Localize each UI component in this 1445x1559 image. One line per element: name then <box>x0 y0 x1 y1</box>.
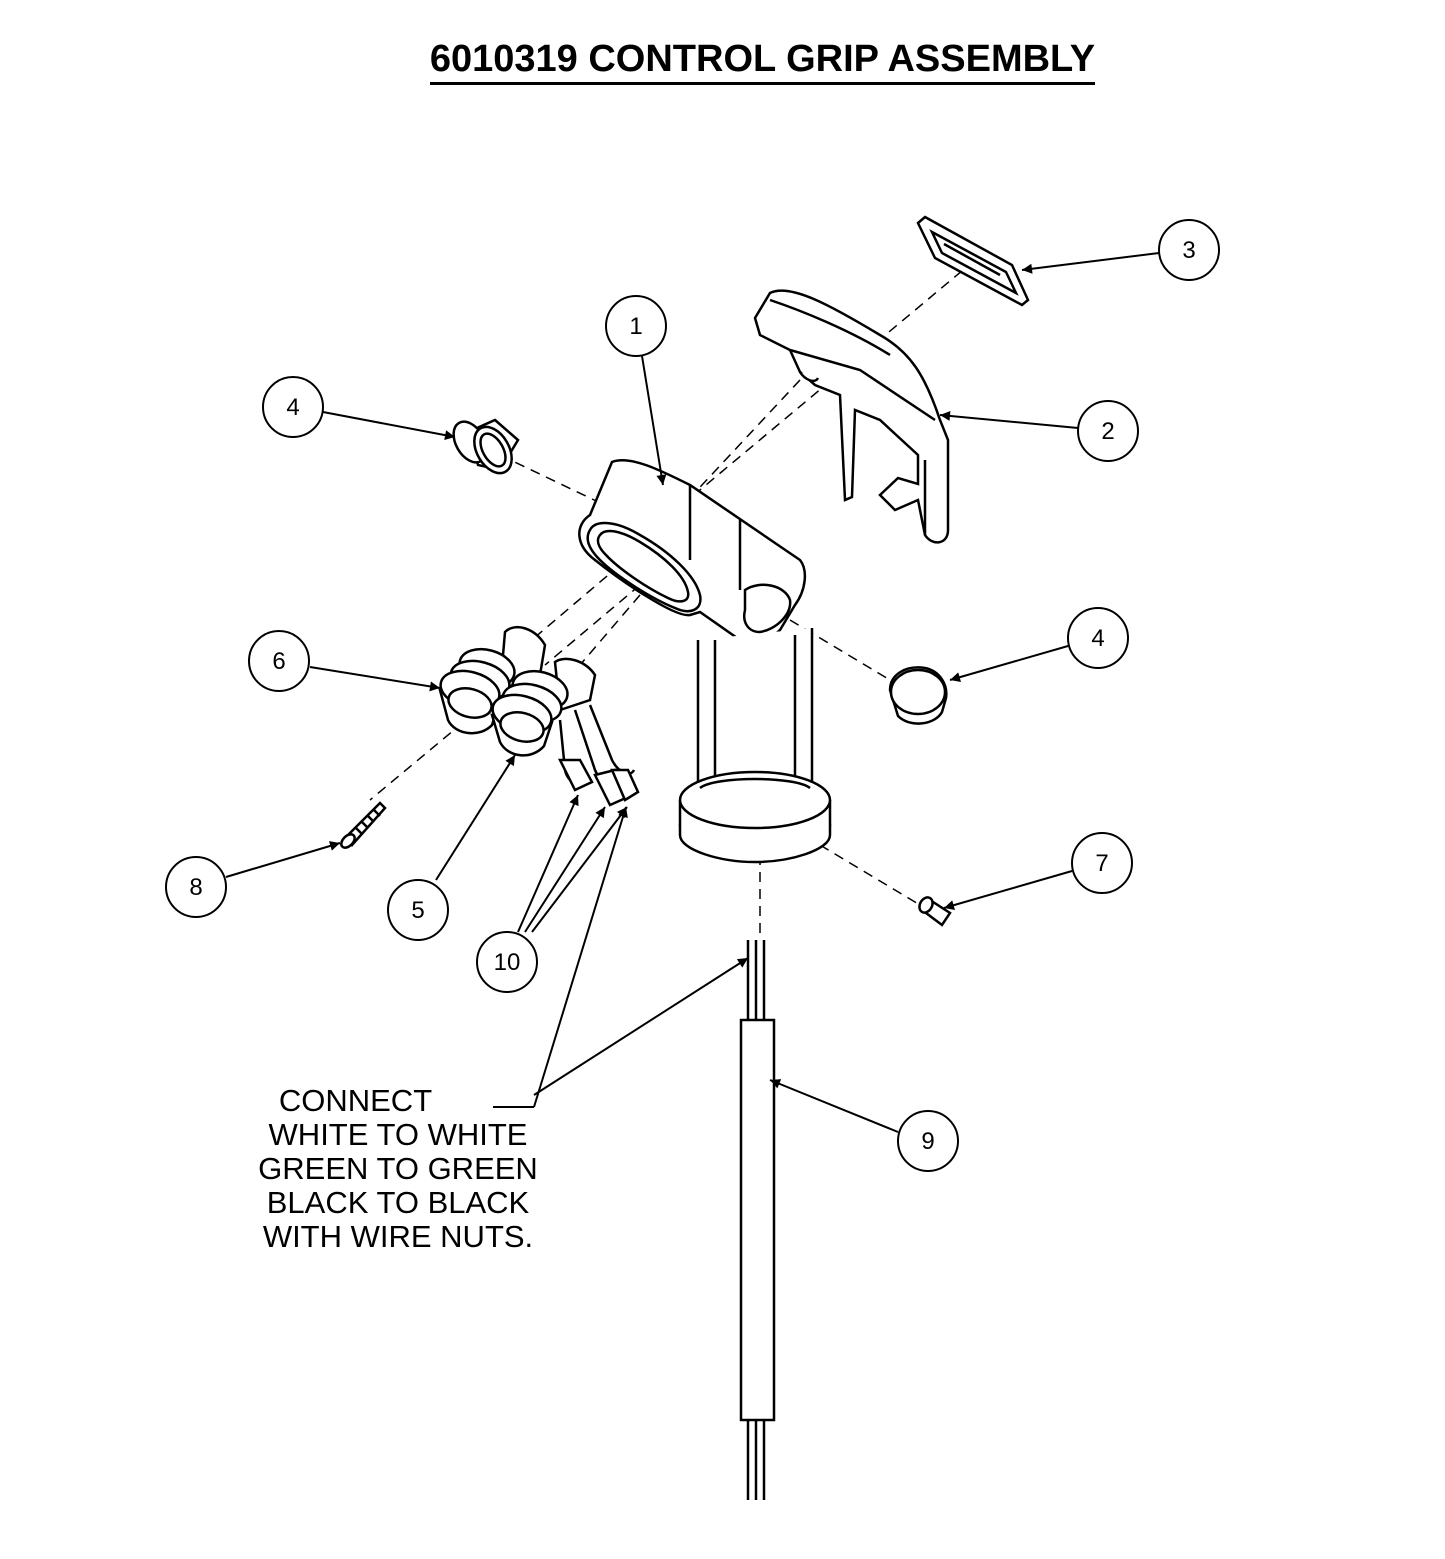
balloon-4-lower: 4 <box>1067 607 1129 669</box>
part-4-plug-lower <box>888 666 948 725</box>
balloon-10-label: 10 <box>494 949 521 976</box>
callout-leaders <box>225 252 1160 1133</box>
balloon-4-upper: 4 <box>262 376 324 438</box>
balloon-6: 6 <box>248 630 310 692</box>
balloon-2-label: 2 <box>1101 418 1114 445</box>
wiring-note-line: GREEN TO GREEN <box>258 1151 538 1186</box>
balloon-3: 3 <box>1158 219 1220 281</box>
wiring-note-line: CONNECT <box>278 1083 433 1118</box>
wiring-note-line: WHITE TO WHITE <box>268 1117 528 1152</box>
balloon-8-label: 8 <box>189 874 202 901</box>
balloon-7-label: 7 <box>1095 850 1108 877</box>
part-1-grip-column <box>678 628 832 864</box>
balloon-2: 2 <box>1077 400 1139 462</box>
part-5-button-switch <box>490 657 597 757</box>
balloon-9-label: 9 <box>921 1128 934 1155</box>
balloon-4-lower-label: 4 <box>1091 625 1104 652</box>
part-10-switch-leads <box>557 704 640 807</box>
wiring-note: CONNECT WHITE TO WHITE GREEN TO GREEN BL… <box>200 1084 596 1254</box>
part-8-screw <box>340 801 387 849</box>
balloon-3-label: 3 <box>1182 237 1195 264</box>
part-1-grip-head <box>578 459 807 644</box>
part-9-cord <box>739 940 776 1500</box>
balloon-6-label: 6 <box>272 648 285 675</box>
balloon-4-upper-label: 4 <box>286 394 299 421</box>
part-7-set-screw <box>918 896 952 927</box>
balloon-5-label: 5 <box>411 897 424 924</box>
part-2-trigger <box>753 289 950 544</box>
balloon-1: 1 <box>605 295 667 357</box>
balloon-8: 8 <box>165 856 227 918</box>
balloon-7: 7 <box>1071 832 1133 894</box>
balloon-1-label: 1 <box>629 313 642 340</box>
part-3-end-cap <box>916 215 1030 307</box>
part-6-button-switch <box>438 625 547 735</box>
balloon-9: 9 <box>897 1110 959 1172</box>
wiring-note-line: WITH WIRE NUTS. <box>262 1219 534 1254</box>
part-4-bushing-upper <box>452 418 520 475</box>
balloon-10: 10 <box>476 931 538 993</box>
balloon-5: 5 <box>387 879 449 941</box>
wiring-note-line: BLACK TO BLACK <box>266 1185 530 1220</box>
